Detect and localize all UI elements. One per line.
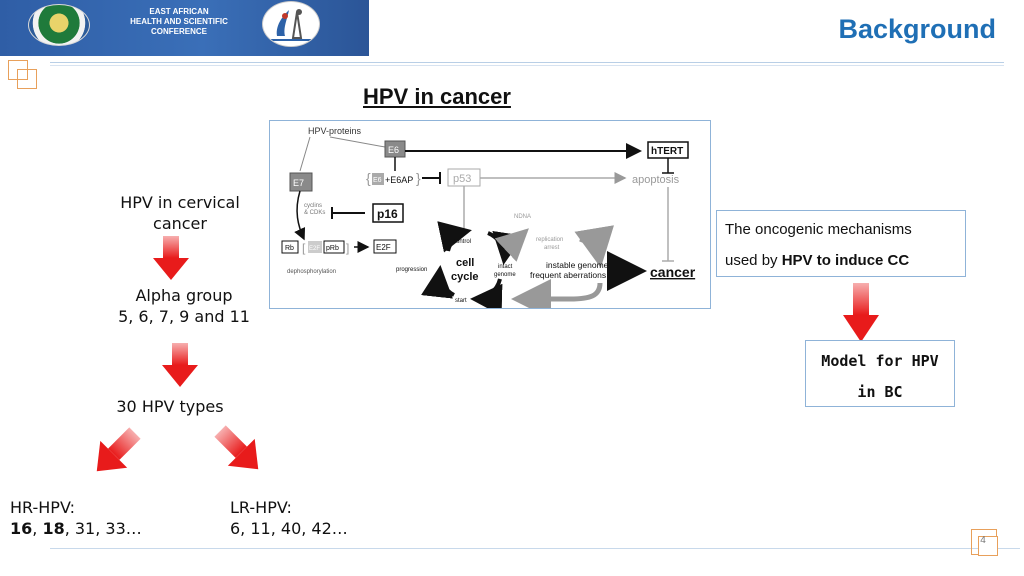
instable-line1: instable genome, xyxy=(546,260,611,270)
model-line1: Model for HPV xyxy=(821,352,939,370)
cycle-label: cycle xyxy=(451,271,479,283)
header-divider xyxy=(50,62,1004,63)
alpha-line1: Alpha group xyxy=(135,286,233,305)
start-label: start xyxy=(455,298,467,304)
hpv-cervical-cancer-label: HPV in cervical cancer xyxy=(110,192,250,234)
conference-name-line1: EAST AFRICAN xyxy=(149,7,209,16)
rb-label: Rb xyxy=(285,245,294,252)
e6ap-label: +E6AP xyxy=(385,175,413,185)
p53-label: p53 xyxy=(453,173,471,185)
e2f-label: E2F xyxy=(376,243,391,252)
progression-label: progression xyxy=(396,267,427,273)
decorative-square xyxy=(8,60,28,80)
down-right-arrow-icon xyxy=(214,425,259,470)
dephosphorylation-label: dephosphorylation xyxy=(287,269,336,275)
page-number: 4 xyxy=(980,535,986,546)
decorative-square xyxy=(17,69,37,89)
section-title: Background xyxy=(838,14,996,44)
hpv-proteins-label: HPV-proteins xyxy=(308,126,362,136)
prb-label: pRb xyxy=(326,245,339,252)
apoptosis-label: apoptosis xyxy=(632,174,680,186)
hpv-mechanism-diagram: HPV-proteins E6 hTERT { E6 +E6AP } p53 a… xyxy=(269,120,711,319)
hpv-types-label: 30 HPV types xyxy=(116,397,224,416)
htert-label: hTERT xyxy=(651,146,683,157)
svg-text:}: } xyxy=(416,170,421,186)
down-arrow-icon xyxy=(162,343,198,387)
slide-title: HPV in cancer xyxy=(363,84,511,109)
lr-title: LR-HPV: xyxy=(230,498,292,517)
e6-small-label: E6 xyxy=(373,177,382,184)
p16-label: p16 xyxy=(377,207,398,221)
oncogenic-line1: The oncogenic mechanisms xyxy=(725,221,912,238)
intact-line1: intact xyxy=(498,264,513,270)
e7-label: E7 xyxy=(293,178,304,188)
alpha-group-label: Alpha group 5, 6, 7, 9 and 11 xyxy=(110,285,258,327)
down-arrow-icon xyxy=(843,283,879,342)
cell-label: cell xyxy=(456,257,474,269)
e6-label: E6 xyxy=(388,145,399,155)
cyclins-line1: cyclins xyxy=(304,203,322,209)
down-left-arrow-icon xyxy=(96,427,141,472)
lr-values: 6, 11, 40, 42… xyxy=(230,519,348,538)
cervical-line2: cancer xyxy=(153,214,207,233)
control-label: control xyxy=(453,239,471,245)
decorative-square xyxy=(978,536,998,556)
hr-sep: , xyxy=(32,519,43,538)
hr-values: 16, 18, 31, 33… xyxy=(10,518,190,539)
hr-rest: , 31, 33… xyxy=(64,519,142,538)
svg-text:[: [ xyxy=(302,241,306,255)
conference-logo xyxy=(262,1,320,47)
hr-title: HR-HPV: xyxy=(10,498,75,517)
footer-divider xyxy=(50,548,1020,549)
instable-line2: frequent aberrations xyxy=(530,270,606,280)
intact-line2: genome xyxy=(494,272,516,278)
hr-bold-16: 16 xyxy=(10,519,33,538)
model-for-hpv-box: Model for HPV in BC xyxy=(805,340,955,407)
model-line2: in BC xyxy=(857,383,903,401)
e2f-small-label: E2F xyxy=(309,246,320,252)
cyclins-line2: & CDKs xyxy=(304,210,325,216)
oncogenic-prefix: used by xyxy=(725,252,782,269)
hr-hpv-label: HR-HPV: 16, 18, 31, 33… xyxy=(10,497,190,539)
oncogenic-line2: used by HPV to induce CC xyxy=(725,252,909,269)
organization-logo xyxy=(28,4,90,46)
replication-line1: replication xyxy=(536,237,563,243)
conference-name: EAST AFRICAN HEALTH AND SCIENTIFIC CONFE… xyxy=(104,7,254,37)
hr-bold-18: 18 xyxy=(42,519,65,538)
oncogenic-bold: HPV to induce CC xyxy=(781,252,910,269)
conference-name-line2: HEALTH AND SCIENTIFIC CONFERENCE xyxy=(130,17,228,36)
oncogenic-mechanisms-box: The oncogenic mechanisms used by HPV to … xyxy=(716,210,966,277)
svg-text:{: { xyxy=(366,170,371,186)
lr-hpv-label: LR-HPV: 6, 11, 40, 42… xyxy=(230,497,410,539)
cancer-label: cancer xyxy=(650,264,696,280)
header-divider-secondary xyxy=(50,65,1004,66)
ndna-label: NDNA xyxy=(514,214,531,220)
svg-text:]: ] xyxy=(346,241,349,255)
cervical-line1: HPV in cervical xyxy=(120,193,240,212)
down-arrow-icon xyxy=(153,236,189,280)
replication-line2: arrest xyxy=(544,245,560,251)
alpha-line2: 5, 6, 7, 9 and 11 xyxy=(118,307,250,326)
conference-banner: EAST AFRICAN HEALTH AND SCIENTIFIC CONFE… xyxy=(0,0,369,56)
